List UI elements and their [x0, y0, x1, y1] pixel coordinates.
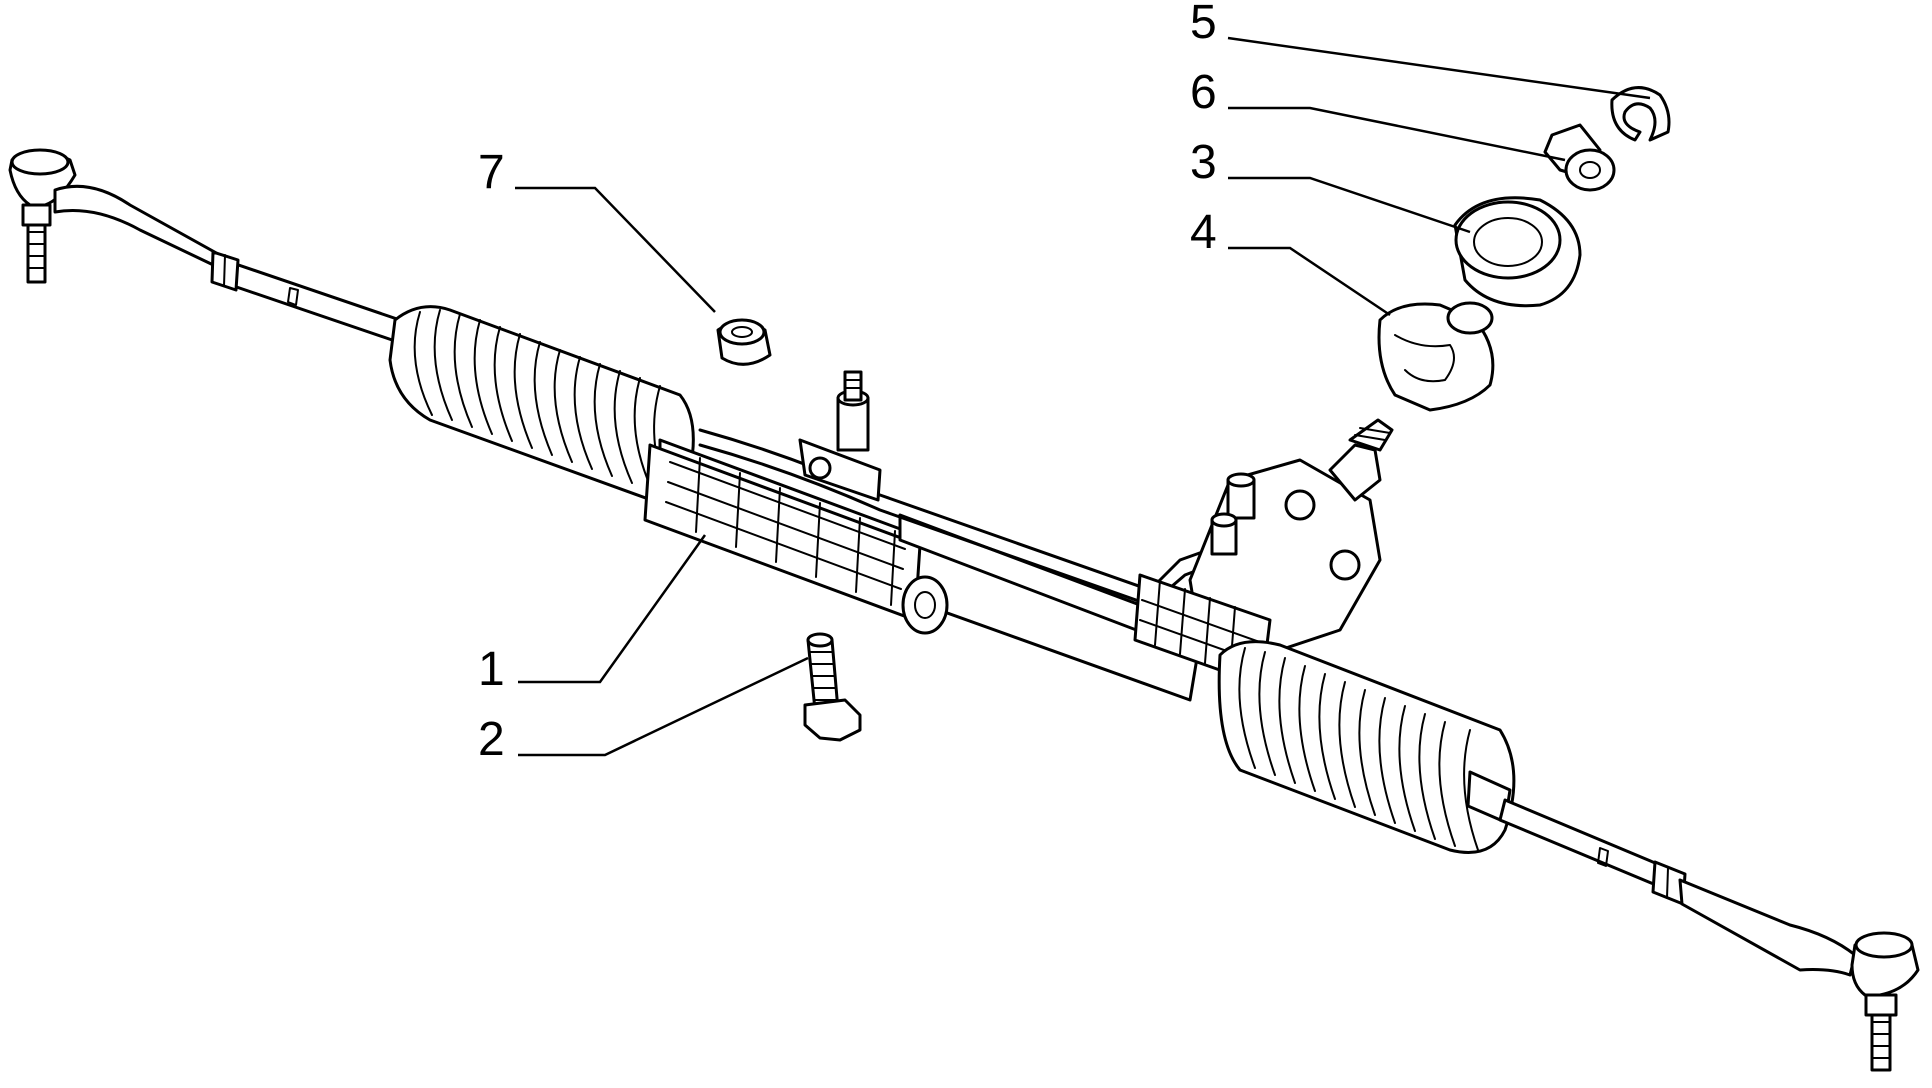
leader-line-4 — [1228, 246, 1391, 317]
leader-line-6 — [1228, 106, 1566, 162]
mounting-bracket-bush — [1377, 301, 1495, 412]
callout-6: 6 — [1190, 66, 1217, 119]
leader-line-5 — [1227, 36, 1651, 100]
callout-5: 5 — [1190, 0, 1217, 49]
leader-line-3 — [1228, 176, 1471, 234]
leader-line-7 — [515, 186, 716, 313]
pressure-port-fitting — [798, 370, 882, 502]
callout-4: 4 — [1190, 206, 1217, 259]
left-tie-rod-end — [8, 148, 402, 344]
rack-housing — [643, 418, 1394, 702]
leader-line-1 — [518, 534, 707, 684]
callout-2: 2 — [478, 713, 505, 766]
circlip — [1610, 86, 1671, 142]
leader-line-2 — [518, 656, 809, 757]
callout-3: 3 — [1190, 136, 1217, 189]
retaining-clip — [1543, 123, 1616, 192]
right-bellows-boot — [1217, 640, 1516, 854]
callout-1: 1 — [478, 643, 505, 696]
mounting-bolt — [803, 632, 862, 742]
rubber-bush-ring — [1453, 196, 1582, 308]
callout-7: 7 — [478, 146, 505, 199]
flange-nut — [716, 318, 772, 366]
leader-lines — [515, 36, 1651, 757]
right-tie-rod-end — [1498, 798, 1920, 1072]
